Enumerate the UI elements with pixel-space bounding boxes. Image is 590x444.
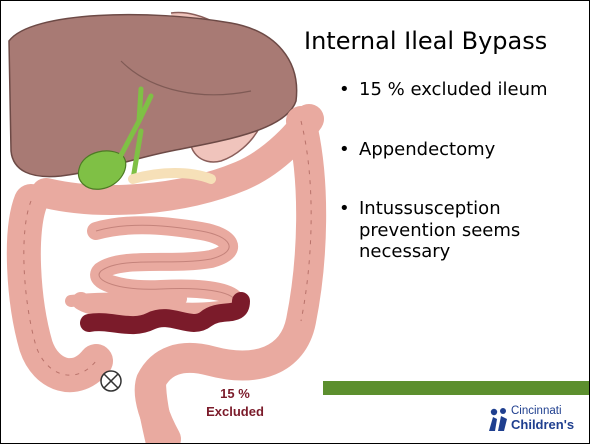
bullet-item: Appendectomy [337,139,583,161]
ileal-bypass-segment [71,299,181,302]
bullet-list: 15 % excluded ileum Appendectomy Intussu… [337,79,583,263]
children-figure-icon [487,407,511,433]
logo-line-2: Children's [511,418,574,433]
accent-bar [323,381,590,395]
excluded-percent: 15 % [220,386,250,401]
excluded-word: Excluded [206,404,264,419]
bowel-anatomy-illustration [1,1,331,443]
logo-text: Cincinnati Children's [511,405,574,433]
logo-line-1: Cincinnati [511,405,562,417]
appendectomy-marker [101,371,121,391]
pancreas [133,173,211,179]
excluded-label: 15 % Excluded [195,385,275,420]
slide-title: Internal Ileal Bypass [304,27,586,56]
rectum [151,381,161,443]
ascending-colon [24,201,96,375]
bullet-item: Intussusception prevention seems necessa… [337,198,583,263]
bullet-item: 15 % excluded ileum [337,79,583,101]
cincinnati-childrens-logo: Cincinnati Children's [487,405,587,439]
